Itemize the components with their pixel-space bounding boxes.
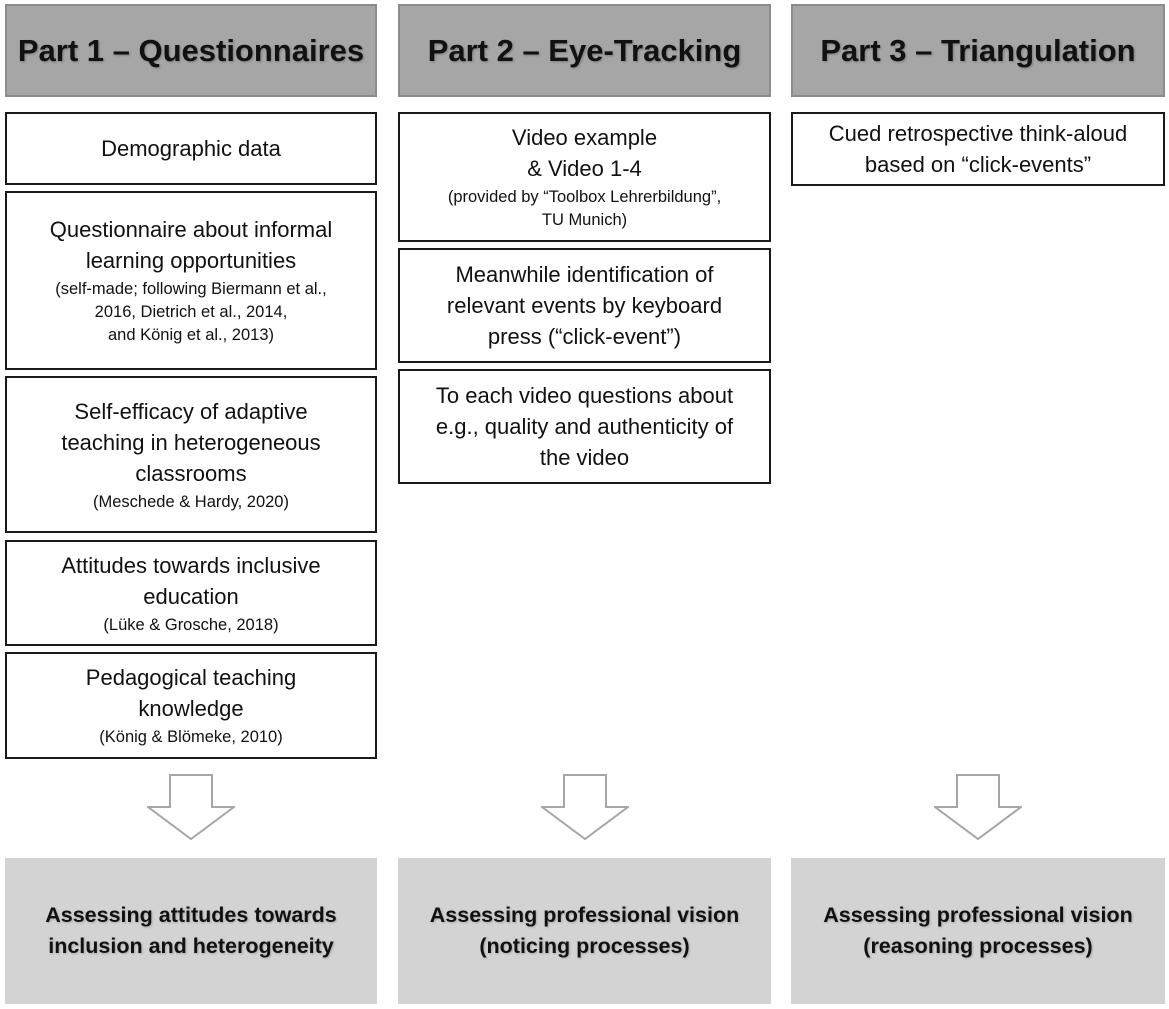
- video-questions-box: To each video questions about e.g., qual…: [398, 369, 771, 484]
- box-citation: (self-made; following Biermann et al., 2…: [55, 280, 327, 344]
- think-aloud-box: Cued retrospective think-aloud based on …: [791, 112, 1165, 186]
- box-citation: (provided by “Toolbox Lehrerbildung”, TU…: [447, 188, 722, 229]
- down-arrow-icon: [541, 774, 629, 840]
- part-3-header: Part 3 – Triangulation: [791, 4, 1165, 97]
- result-attitudes: Assessing attitudes towards inclusion an…: [5, 858, 377, 1004]
- box-main-text: Demographic data: [101, 136, 281, 161]
- box-main-text: Cued retrospective think-aloud based on …: [828, 121, 1128, 177]
- demographic-data-box: Demographic data: [5, 112, 377, 185]
- click-event-box: Meanwhile identification of relevant eve…: [398, 248, 771, 363]
- attitudes-box: Attitudes towards inclusive education (L…: [5, 540, 377, 646]
- informal-learning-box: Questionnaire about informal learning op…: [5, 191, 377, 370]
- pedagogical-knowledge-box: Pedagogical teaching knowledge (König & …: [5, 652, 377, 759]
- box-main-text: Questionnaire about informal learning op…: [49, 217, 333, 273]
- box-main-text: Pedagogical teaching knowledge: [85, 665, 297, 721]
- result-noticing: Assessing professional vision (noticing …: [398, 858, 771, 1004]
- down-arrow-icon: [934, 774, 1022, 840]
- box-citation: (Meschede & Hardy, 2020): [93, 492, 289, 511]
- box-main-text: Attitudes towards inclusive education: [61, 552, 321, 609]
- part-2-header: Part 2 – Eye-Tracking: [398, 4, 771, 97]
- box-citation: (König & Blömeke, 2010): [99, 728, 283, 746]
- result-reasoning: Assessing professional vision (reasoning…: [791, 858, 1165, 1004]
- box-main-text: To each video questions about e.g., qual…: [435, 383, 734, 470]
- part-1-header: Part 1 – Questionnaires: [5, 4, 377, 97]
- box-main-text: Video example & Video 1-4: [511, 125, 658, 181]
- box-citation: (Lüke & Grosche, 2018): [103, 615, 279, 634]
- box-main-text: Meanwhile identification of relevant eve…: [446, 262, 723, 349]
- self-efficacy-box: Self-efficacy of adaptive teaching in he…: [5, 376, 377, 533]
- video-example-box: Video example & Video 1-4 (provided by “…: [398, 112, 771, 242]
- down-arrow-icon: [147, 774, 235, 840]
- box-main-text: Self-efficacy of adaptive teaching in he…: [61, 398, 321, 486]
